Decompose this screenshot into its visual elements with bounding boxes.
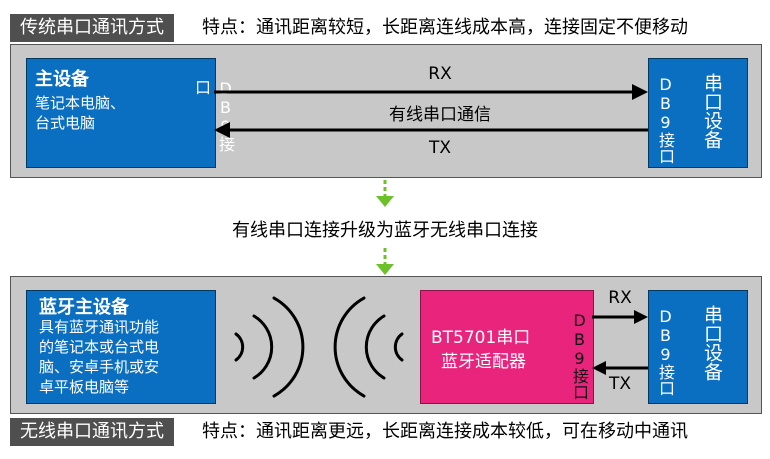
traditional-tag: 传统串口通讯方式 [10,14,174,42]
master-device-desc-2: 台式电脑 [35,114,96,132]
wireless-serial-device-label: 串口设备 [701,305,723,381]
bluetooth-master-box: 蓝牙主设备 具有蓝牙通讯功能 的笔记本或台式电 脑、安卓手机或安 卓平板电脑等 [26,290,216,404]
adapter-db9-label: DB9接口 [570,311,589,400]
bt5701-adapter-box: BT5701串口 蓝牙适配器 DB9接口 [420,290,594,404]
master-device-desc-1: 笔记本电脑、 [35,94,126,112]
wired-serial-label: 有线串口通信 [389,105,491,125]
bluetooth-master-desc-1: 具有蓝牙通讯功能 [39,318,160,336]
rx-arrow [214,84,648,100]
adapter-name-2: 蓝牙适配器 [441,352,526,372]
bluetooth-master-title: 蓝牙主设备 [39,297,129,318]
rx-label: RX [428,64,452,84]
bluetooth-master-desc-3: 脑、安卓手机或安 [39,358,160,376]
signal-waves-left-icon [333,296,404,398]
upgrade-arrow-bottom [376,248,394,275]
wireless-tx-label: TX [608,374,632,394]
bluetooth-master-desc-4: 卓平板电脑等 [39,378,130,396]
signal-waves-right-icon [234,296,305,398]
master-device-title: 主设备 [35,69,89,90]
upgrade-text: 有线串口连接升级为蓝牙无线串口连接 [232,220,538,241]
serial-device-label: 串口设备 [701,73,723,149]
wireless-rx-label: RX [608,288,632,308]
wireless-feature: 特点：通讯距离更远，长距离连接成本较低，可在移动中通讯 [202,421,688,442]
adapter-name-1: BT5701串口 [431,328,531,348]
db9-port-label-right: DB9接口 [656,75,675,164]
tx-arrow [214,122,648,138]
master-device-box: 主设备 笔记本电脑、 台式电脑 DB9接口 [26,58,235,168]
upgrade-arrow-top [376,180,394,207]
db9-port-label: DB9接口 [192,79,235,152]
wireless-db9-label: DB9接口 [656,307,675,396]
wireless-serial-device-box: DB9接口 串口设备 [648,290,748,404]
wireless-rx-arrow [592,310,648,324]
traditional-feature: 特点：通讯距离较短，长距离连线成本高，连接固定不便移动 [202,17,688,38]
serial-device-box: DB9接口 串口设备 [648,58,748,168]
tx-label: TX [428,138,452,158]
wireless-tx-arrow [592,361,648,375]
wireless-tag: 无线串口通讯方式 [10,418,174,446]
wireless-waves [234,296,404,398]
bluetooth-master-desc-2: 的笔记本或台式电 [39,338,160,356]
